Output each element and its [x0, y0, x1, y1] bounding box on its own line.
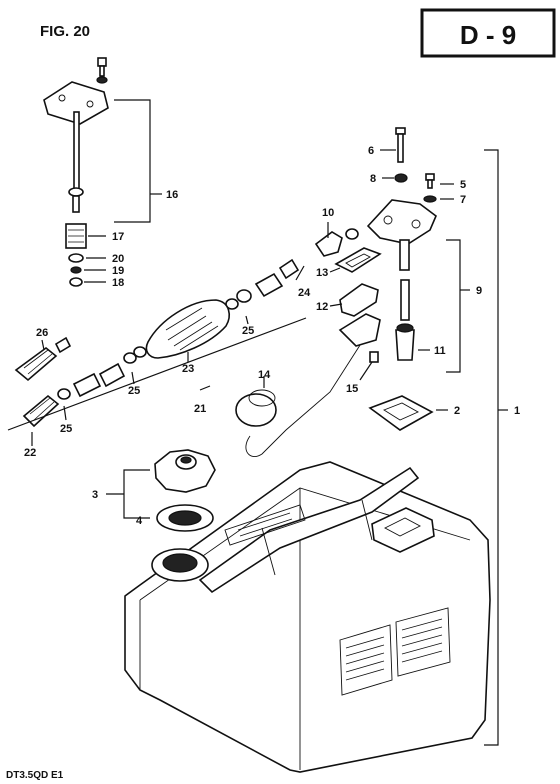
- callout-11: 11: [434, 345, 446, 357]
- vent-assembly-16: [43, 81, 109, 213]
- callout-9: 9: [476, 285, 482, 297]
- screw-15: [369, 351, 379, 363]
- callout-4: 4: [136, 515, 143, 527]
- fuel-tank-body: [124, 461, 491, 773]
- washer-7: [423, 195, 437, 203]
- callout-6: 6: [368, 145, 374, 157]
- callout-25-lower: 25: [60, 423, 72, 435]
- callout-14: 14: [258, 369, 271, 381]
- cap-gasket: [156, 504, 214, 532]
- fuel-line: [14, 258, 300, 428]
- callout-18: 18: [112, 277, 124, 289]
- callout-19: 19: [112, 265, 124, 277]
- callout-8: 8: [370, 173, 376, 185]
- callout-16: 16: [166, 189, 178, 201]
- callout-1: 1: [514, 405, 520, 417]
- callout-26: 26: [36, 327, 48, 339]
- callout-labels: 1 2 3 4 5 6 7 8 9 10 11 12 13 14 15 16 1…: [24, 145, 520, 527]
- tether-wire: [245, 341, 363, 457]
- filter-17: [65, 223, 87, 249]
- gauge-screw: [395, 127, 406, 163]
- screw-top: [96, 57, 108, 84]
- callout-20: 20: [112, 253, 124, 265]
- callout-5: 5: [460, 179, 466, 191]
- callout-25-upper: 25: [242, 325, 254, 337]
- leader-lines: [7, 99, 508, 746]
- page-code-box: D - 9: [420, 8, 556, 58]
- gauge-small-screw: [425, 173, 435, 189]
- callout-24: 24: [298, 287, 311, 299]
- page-code: D - 9: [460, 20, 516, 50]
- bracket-15: [338, 313, 381, 347]
- callout-2: 2: [454, 405, 460, 417]
- fuel-gauge-float: [395, 279, 415, 361]
- callout-3: 3: [92, 489, 98, 501]
- figure-label: FIG. 20: [40, 23, 90, 40]
- callout-21: 21: [194, 403, 206, 415]
- model-code: DT3.5QD E1: [6, 770, 64, 781]
- callout-13: 13: [316, 267, 328, 279]
- clamp-14: [235, 389, 277, 427]
- fuel-gauge-head: [366, 199, 437, 271]
- callout-10: 10: [322, 207, 334, 219]
- washer-19: [70, 266, 82, 274]
- callout-25-middle: 25: [128, 385, 140, 397]
- callout-22: 22: [24, 447, 36, 459]
- vent-cap-12: [339, 283, 379, 317]
- washer-20: [68, 253, 84, 263]
- gauge-gasket: [368, 395, 434, 431]
- callout-12: 12: [316, 301, 328, 313]
- filler-cap: [154, 449, 216, 493]
- fuel-connector: [314, 228, 359, 257]
- lock-washer: [394, 173, 408, 183]
- gasket-13: [334, 247, 382, 273]
- callout-23: 23: [182, 363, 194, 375]
- callout-15: 15: [346, 383, 358, 395]
- callout-7: 7: [460, 194, 466, 206]
- callout-17: 17: [112, 231, 124, 243]
- nut-18: [69, 277, 83, 287]
